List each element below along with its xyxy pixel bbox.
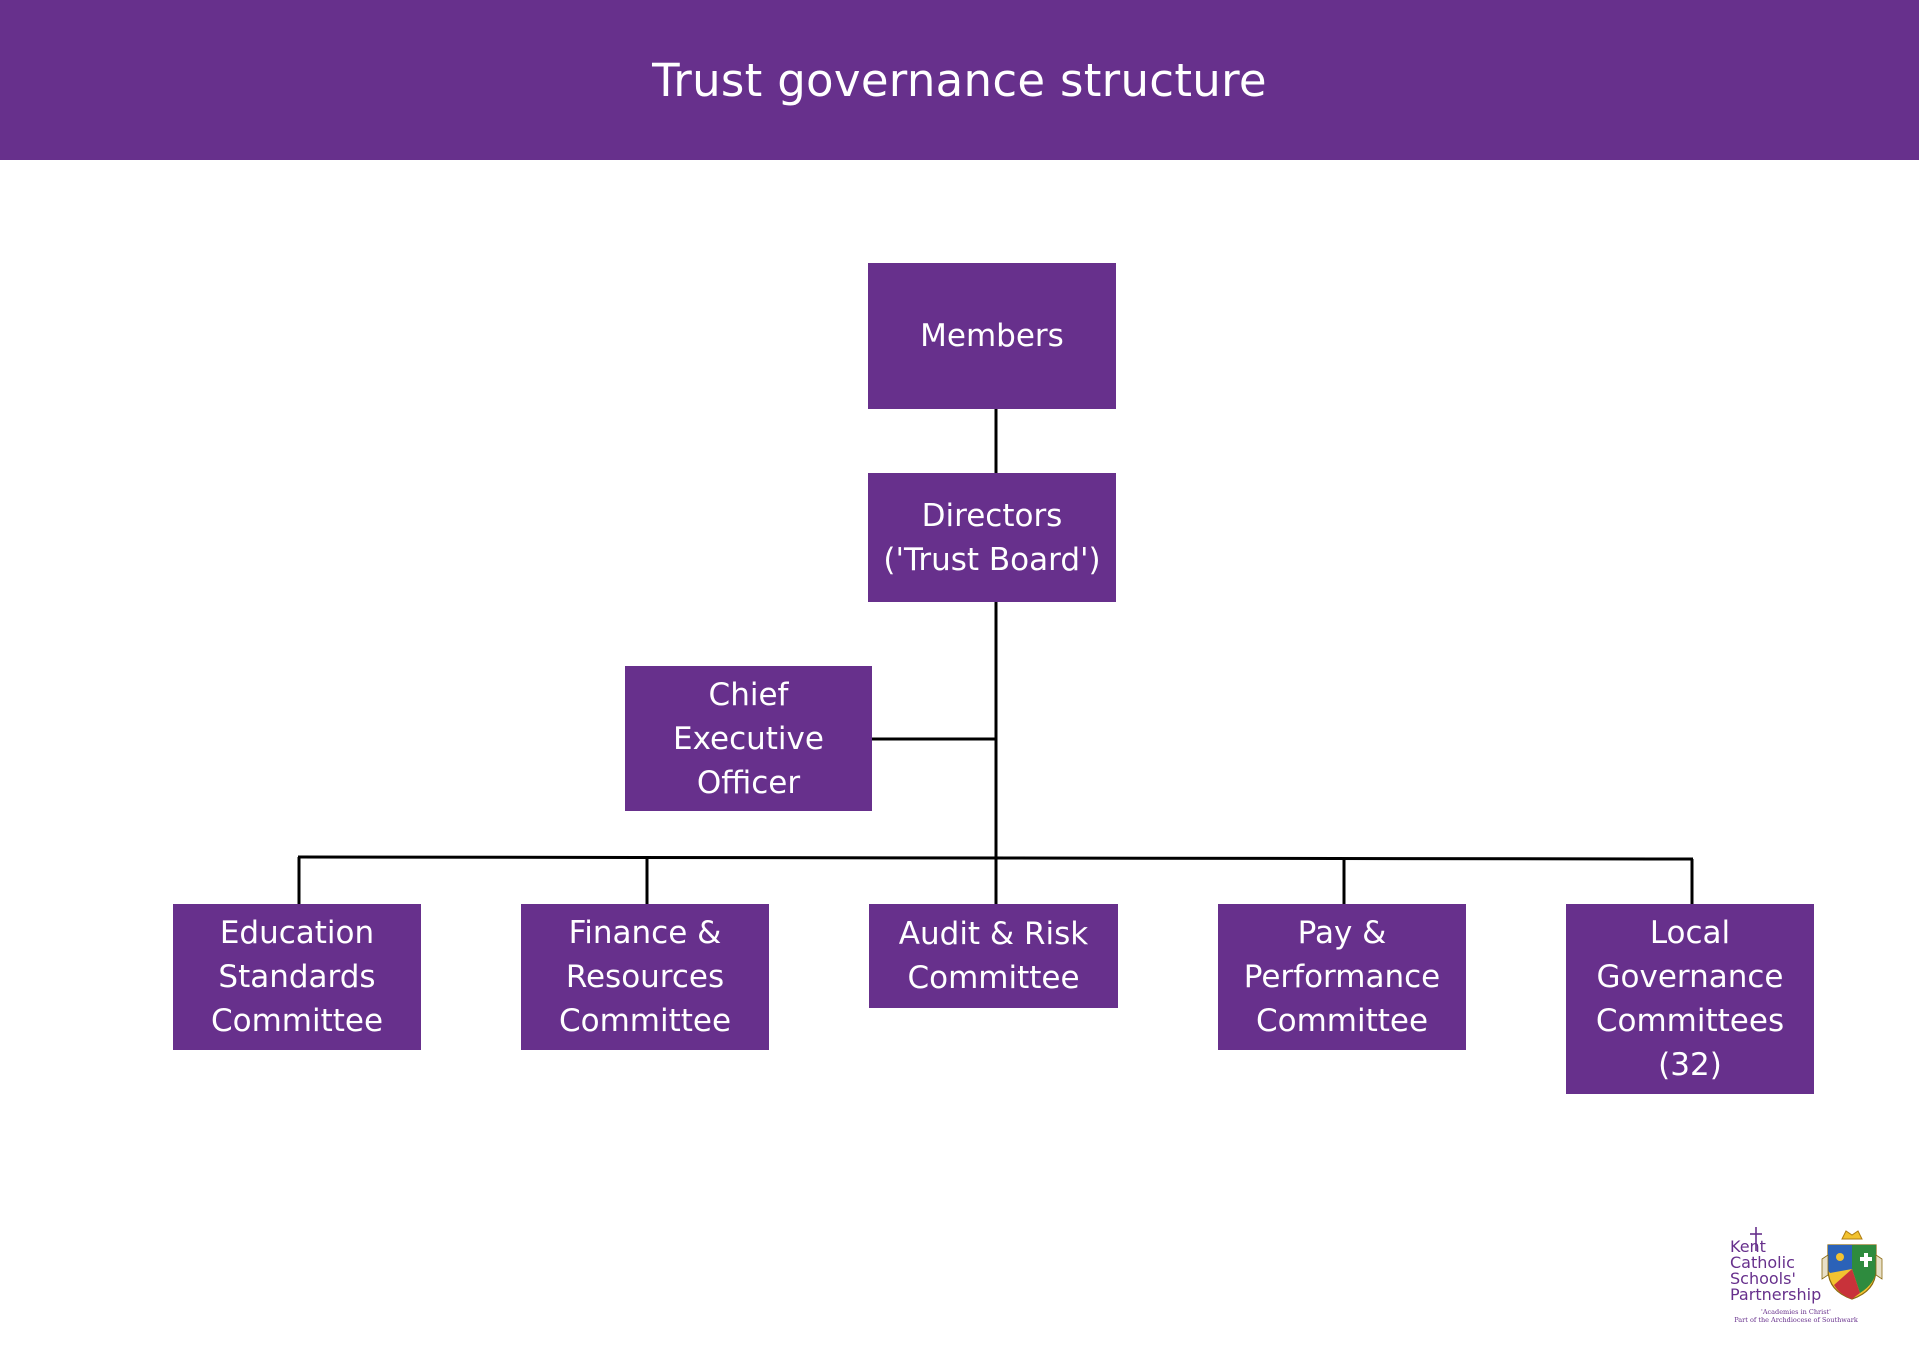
coat-of-arms-icon bbox=[1820, 1229, 1884, 1305]
node-education-standards-committee: Education Standards Committee bbox=[173, 904, 421, 1050]
page-title: Trust governance structure bbox=[652, 53, 1267, 107]
node-local-governance-committees: Local Governance Committees (32) bbox=[1566, 904, 1814, 1094]
title-banner: Trust governance structure bbox=[0, 0, 1919, 160]
logo-motto: 'Academies in Christ' Part of the Archdi… bbox=[1734, 1308, 1858, 1324]
node-pay-performance-committee: Pay & Performance Committee bbox=[1218, 904, 1466, 1050]
logo-wordmark: Kent Catholic Schools' Partnership bbox=[1730, 1237, 1822, 1304]
kent-catholic-schools-partnership-logo: Kent Catholic Schools' Partnership 'Acad… bbox=[1724, 1225, 1888, 1325]
node-audit-risk-committee: Audit & Risk Committee bbox=[869, 904, 1118, 1008]
node-finance-resources-committee: Finance & Resources Committee bbox=[521, 904, 769, 1050]
node-directors: Directors ('Trust Board') bbox=[868, 473, 1116, 602]
node-members: Members bbox=[868, 263, 1116, 409]
cross-icon bbox=[1750, 1227, 1762, 1255]
node-chief-executive-officer: Chief Executive Officer bbox=[625, 666, 872, 811]
